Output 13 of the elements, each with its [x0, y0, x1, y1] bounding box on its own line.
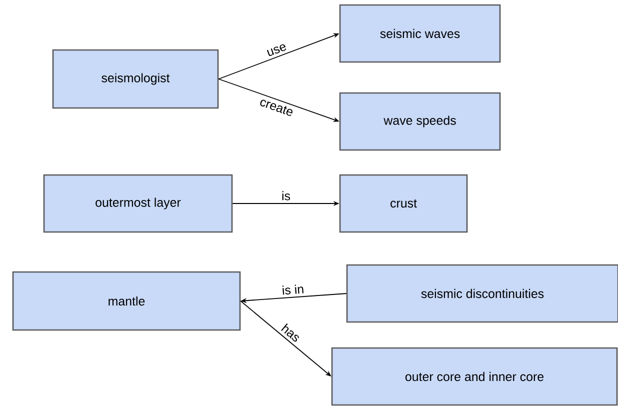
concept-box: wave speeds	[339, 92, 501, 151]
concept-box: mantle	[12, 271, 241, 331]
concept-box: outermost layer	[43, 174, 233, 233]
edge-label: is in	[282, 284, 304, 295]
concept-box: seismic waves	[339, 4, 501, 63]
edge-label: use	[266, 44, 286, 56]
concept-box: seismic discontinuities	[346, 264, 618, 323]
edge-label: has	[281, 323, 299, 342]
concept-box: outer core and inner core	[331, 347, 618, 406]
concept-box: crust	[339, 174, 468, 233]
edge-label: create	[260, 100, 292, 116]
edge-label: is	[282, 191, 290, 200]
concept-box: seismologist	[52, 49, 219, 109]
